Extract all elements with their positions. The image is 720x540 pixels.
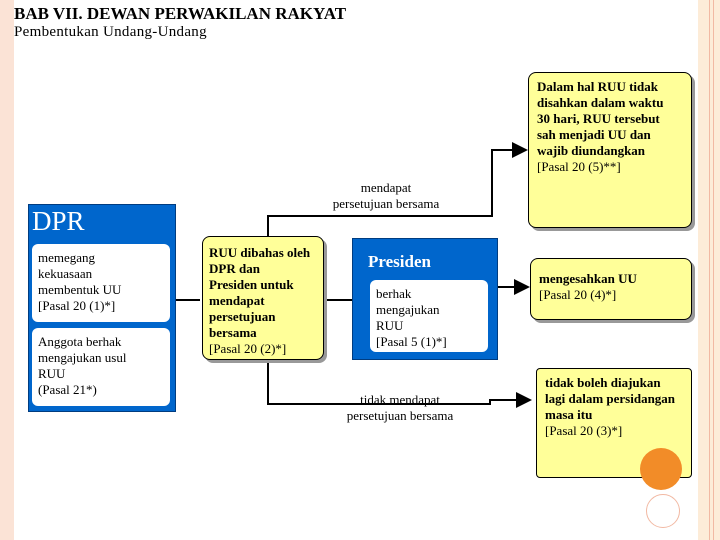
slide-subtitle: Pembentukan Undang-Undang (14, 24, 207, 40)
rejection-line: lagi dalam persidangan (545, 391, 676, 406)
dpr-member-box: Anggota berhak mengajukan usul RUU (Pasa… (32, 328, 170, 406)
auto-enactment-line: 30 hari, RUU tersebut (537, 111, 660, 126)
auto-enactment-box: Dalam hal RUU tidak disahkan dalam waktu… (528, 72, 692, 228)
presiden-line: mengajukan (376, 302, 440, 317)
ruu-ref: [Pasal 20 (2)*] (209, 341, 287, 356)
dpr-member-line: mengajukan usul (38, 350, 127, 365)
not-agreed-label-line: tidak mendapat (360, 392, 440, 407)
auto-enactment-line: sah menjadi UU dan (537, 127, 651, 142)
presiden-line: RUU (376, 318, 404, 333)
ruu-line: persetujuan (209, 309, 276, 324)
presiden-ref: [Pasal 5 (1)*] (376, 334, 447, 349)
arrow-not-agreed-to-bottom-box (267, 362, 532, 408)
dpr-member-line: RUU (38, 366, 66, 381)
agreed-label-line: mendapat (360, 180, 412, 195)
dpr-power-line: memegang (38, 250, 96, 265)
presiden-label: Presiden (368, 252, 431, 271)
not-agreed-label: tidak mendapat persetujuan bersama (330, 392, 470, 424)
ruu-line: bersama (209, 325, 257, 340)
orange-circle-decor (640, 448, 682, 490)
auto-enactment-line: disahkan dalam waktu (537, 95, 664, 110)
auto-enactment-line: Dalam hal RUU tidak (537, 79, 658, 94)
rejection-line: tidak boleh diajukan (545, 375, 661, 390)
auto-enactment-ref: [Pasal 20 (5)**] (537, 159, 621, 174)
dpr-member-line: Anggota berhak (38, 334, 122, 349)
ruu-line: DPR dan (209, 261, 260, 276)
presiden-right-box: berhak mengajukan RUU [Pasal 5 (1)*] (370, 280, 488, 352)
presiden-line: berhak (376, 286, 412, 301)
ruu-line: mendapat (209, 293, 265, 308)
ratification-line: mengesahkan UU (539, 271, 637, 286)
left-decor-stripe (0, 0, 14, 540)
dpr-power-line: membentuk UU (38, 282, 122, 297)
outline-circle-decor (646, 494, 680, 528)
dpr-power-line: [Pasal 20 (1)*] (38, 298, 116, 313)
agreed-label-line: persetujuan bersama (332, 196, 440, 211)
arrow-agreed-to-top-box (267, 142, 528, 236)
ratification-ref: [Pasal 20 (4)*] (539, 287, 617, 302)
auto-enactment-line: wajib diundangkan (537, 143, 646, 158)
dpr-member-line: (Pasal 21*) (38, 382, 97, 397)
ruu-line: RUU dibahas oleh (209, 245, 311, 260)
rejection-line: masa itu (545, 407, 593, 422)
right-decor-line (709, 0, 710, 540)
not-agreed-label-line: persetujuan bersama (346, 408, 454, 423)
rejection-ref: [Pasal 20 (3)*] (545, 423, 623, 438)
ratification-box: mengesahkan UU [Pasal 20 (4)*] (530, 258, 692, 320)
right-decor-line (713, 0, 714, 540)
dpr-power-box: memegang kekuasaan membentuk UU [Pasal 2… (32, 244, 170, 322)
rejection-box: tidak boleh diajukan lagi dalam persidan… (536, 368, 692, 478)
dpr-label: DPR (32, 206, 85, 236)
ruu-discussion-box: RUU dibahas oleh DPR dan Presiden untuk … (202, 236, 324, 360)
dpr-power-line: kekuasaan (38, 266, 93, 281)
ruu-line: Presiden untuk (209, 277, 294, 292)
agreed-label: mendapat persetujuan bersama (316, 180, 456, 212)
slide-title: BAB VII. DEWAN PERWAKILAN RAKYAT (14, 4, 347, 23)
